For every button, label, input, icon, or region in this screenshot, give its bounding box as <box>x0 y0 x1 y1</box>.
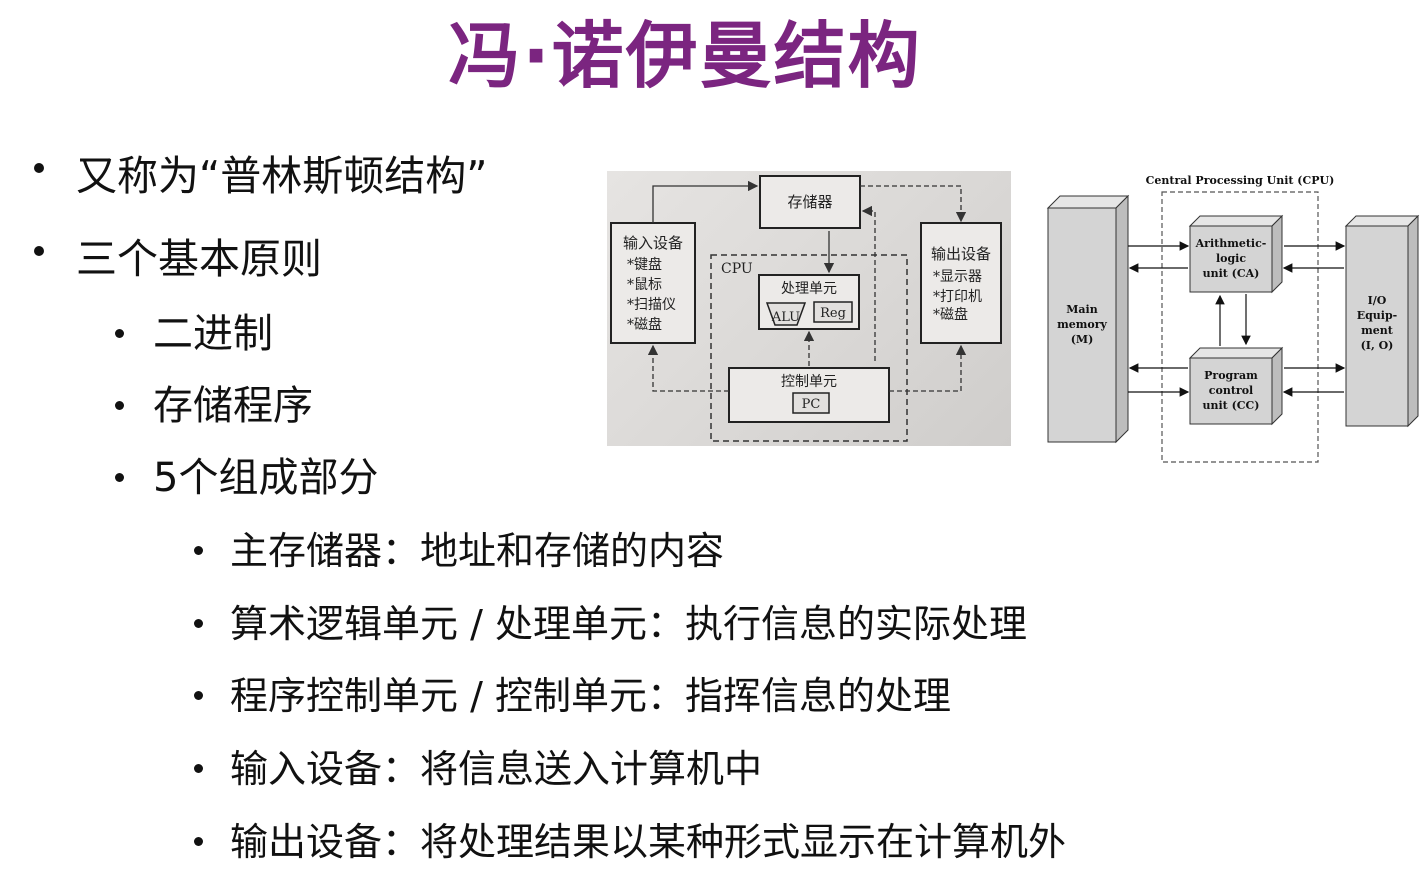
bullet-dot-icon <box>34 246 44 256</box>
bullet-stored-program: 存储程序 <box>115 381 313 431</box>
output-item: *磁盘 <box>933 306 968 323</box>
bullet-dot-icon <box>115 401 124 410</box>
output-item: *显示器 <box>933 269 982 285</box>
photo-diagram-svg: 存储器 输入设备 *键盘 *鼠标 *扫描仪 *磁盘 输出设备 *显示器 *打印机… <box>610 175 1002 442</box>
bullet-text: 输入设备：将信息送入计算机中 <box>230 747 763 791</box>
alu-label: unit (CA) <box>1203 267 1260 280</box>
processing-unit-label: 处理单元 <box>781 281 837 297</box>
bullet-dot-icon <box>34 163 44 173</box>
schema-diagram-svg: Central Processing Unit (CPU) Main memor… <box>1046 174 1420 463</box>
bullet-alias: 又称为“普林斯顿结构” <box>34 151 488 201</box>
bullet-main-memory: 主存储器：地址和存储的内容 <box>194 527 725 575</box>
input-item: *键盘 <box>627 256 662 273</box>
bullet-input-device: 输入设备：将信息送入计算机中 <box>194 745 763 793</box>
bullet-dot-icon <box>194 619 203 628</box>
memory-box-top <box>1046 195 1130 209</box>
control-label: Program <box>1204 369 1258 382</box>
pc-label: PC <box>802 397 821 412</box>
bullet-dot-icon <box>194 691 203 700</box>
input-title: 输入设备 <box>623 234 683 252</box>
output-box <box>920 222 1002 344</box>
cpu-label: CPU <box>721 261 753 277</box>
output-item: *打印机 <box>933 288 982 305</box>
cpu-region-label: Central Processing Unit (CPU) <box>1146 174 1335 187</box>
io-box-front <box>1345 225 1409 427</box>
bullet-alu: 算术逻辑单元 / 处理单元：执行信息的实际处理 <box>194 600 1027 648</box>
slide-title: 冯·诺伊曼结构 <box>448 14 922 98</box>
reg-box <box>813 301 853 323</box>
io-box-top <box>1344 215 1420 227</box>
bullet-text: 算术逻辑单元 / 处理单元：执行信息的实际处理 <box>230 602 1027 646</box>
bullet-output-device: 输出设备：将处理结果以某种形式显示在计算机外 <box>194 818 1067 866</box>
main-memory-label: Main <box>1066 303 1097 316</box>
alu-label: Arithmetic- <box>1195 237 1267 250</box>
io-label: Equip- <box>1357 309 1398 322</box>
control-unit-label: 控制单元 <box>781 374 837 390</box>
bullet-text: 又称为“普林斯顿结构” <box>76 152 488 200</box>
arrow-control-memory <box>861 205 876 361</box>
memory-box-side <box>1115 194 1129 444</box>
cpu-region <box>710 254 908 442</box>
control-label: control <box>1209 384 1253 397</box>
bullet-text: 二进制 <box>153 311 273 357</box>
input-item: *鼠标 <box>627 277 662 293</box>
alu-label: ALU <box>771 310 800 325</box>
bullet-dot-icon <box>115 473 124 482</box>
alu-box-front <box>1189 225 1273 293</box>
memory-box <box>759 175 861 229</box>
control-box-top <box>1188 347 1284 359</box>
alu-box-side <box>1271 214 1283 294</box>
arrow-control-output <box>889 344 967 392</box>
alu-shape <box>765 302 807 326</box>
bullet-principles: 三个基本原则 <box>34 234 322 284</box>
io-label: (I, O) <box>1361 339 1394 352</box>
arrow-control-input <box>647 344 729 392</box>
von-neumann-schema-diagram: Central Processing Unit (CPU) Main memor… <box>1040 170 1424 470</box>
io-label: ment <box>1361 324 1394 337</box>
control-box-side <box>1271 346 1283 426</box>
memory-box-front <box>1047 207 1117 443</box>
reg-label: Reg <box>820 306 846 321</box>
bullet-binary: 二进制 <box>115 309 273 359</box>
input-box <box>610 222 696 344</box>
bullet-dot-icon <box>115 329 124 338</box>
bullet-five-parts: 5个组成部分 <box>115 453 379 503</box>
bullet-text: 主存储器：地址和存储的内容 <box>230 529 725 573</box>
control-label: unit (CC) <box>1202 399 1259 412</box>
bullet-text: 存储程序 <box>153 383 313 429</box>
main-memory-label: memory <box>1057 318 1107 331</box>
bullet-dot-icon <box>194 546 203 555</box>
cpu-dashed-region <box>1161 191 1319 463</box>
arrow-memory-output <box>860 185 967 223</box>
bullet-control-unit: 程序控制单元 / 控制单元：指挥信息的处理 <box>194 672 951 720</box>
bullet-dot-icon <box>194 764 203 773</box>
bullet-text: 输出设备：将处理结果以某种形式显示在计算机外 <box>230 820 1067 864</box>
output-title: 输出设备 <box>931 245 991 263</box>
input-item: *磁盘 <box>627 316 662 333</box>
bullet-text: 三个基本原则 <box>76 235 322 283</box>
von-neumann-photo-diagram: 存储器 输入设备 *键盘 *鼠标 *扫描仪 *磁盘 输出设备 *显示器 *打印机… <box>607 171 1011 446</box>
bullet-text: 5个组成部分 <box>153 455 379 501</box>
bullet-dot-icon <box>194 837 203 846</box>
memory-label: 存储器 <box>787 193 832 211</box>
pc-box <box>792 392 830 414</box>
main-memory-label: (M) <box>1071 333 1094 346</box>
bullet-text: 程序控制单元 / 控制单元：指挥信息的处理 <box>230 674 951 718</box>
arrow-input-memory <box>652 180 759 223</box>
io-label: I/O <box>1368 294 1387 307</box>
control-box-front <box>1189 357 1273 425</box>
io-box-side <box>1407 214 1419 428</box>
alu-box-top <box>1188 215 1284 227</box>
alu-label: logic <box>1216 252 1246 265</box>
input-item: *扫描仪 <box>627 297 676 313</box>
